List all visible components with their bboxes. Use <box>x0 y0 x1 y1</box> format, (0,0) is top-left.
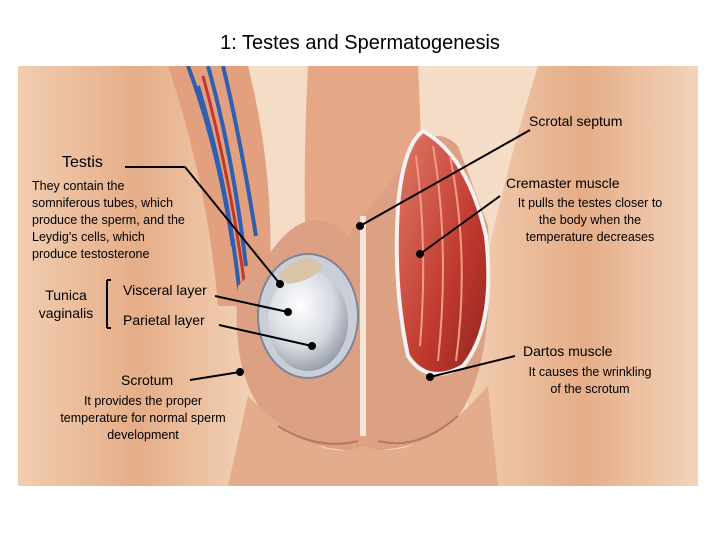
scrotum-description: It provides the proper temperature for n… <box>60 394 226 442</box>
testis-drawing <box>268 271 348 371</box>
vein-network <box>186 66 258 297</box>
right-thigh <box>467 66 698 486</box>
label-cremaster-muscle: Cremaster muscle <box>506 175 620 191</box>
artery <box>201 75 246 282</box>
label-visceral-layer: Visceral layer <box>123 282 207 298</box>
leader-scrotal-septum <box>359 129 531 227</box>
cremaster-description: It pulls the testes closer to the body w… <box>517 196 663 244</box>
lower-scrotum <box>228 386 498 486</box>
leader-parietal <box>218 324 313 347</box>
label-scrotum: Scrotum <box>121 372 174 388</box>
leader-cremaster <box>419 195 501 255</box>
anatomy-illustration <box>18 66 698 486</box>
label-parietal-layer: Parietal layer <box>123 312 205 328</box>
label-testis: Testis <box>62 154 103 171</box>
epididymis <box>278 258 323 284</box>
label-scrotal-septum: Scrotal septum <box>529 113 623 129</box>
testis-description: They contain the somniferous tubes, whic… <box>32 179 185 261</box>
label-dartos-muscle: Dartos muscle <box>523 343 613 359</box>
leader-visceral <box>214 295 289 313</box>
label-tunica-vaginalis: Tunica vaginalis <box>38 287 94 321</box>
dartos-description: It causes the wrinkling of the scrotum <box>528 365 652 396</box>
page-title: 1: Testes and Spermatogenesis <box>220 32 500 54</box>
leader-dartos <box>429 355 516 378</box>
leader-testis <box>184 166 281 285</box>
leader-scrotum <box>189 371 241 381</box>
